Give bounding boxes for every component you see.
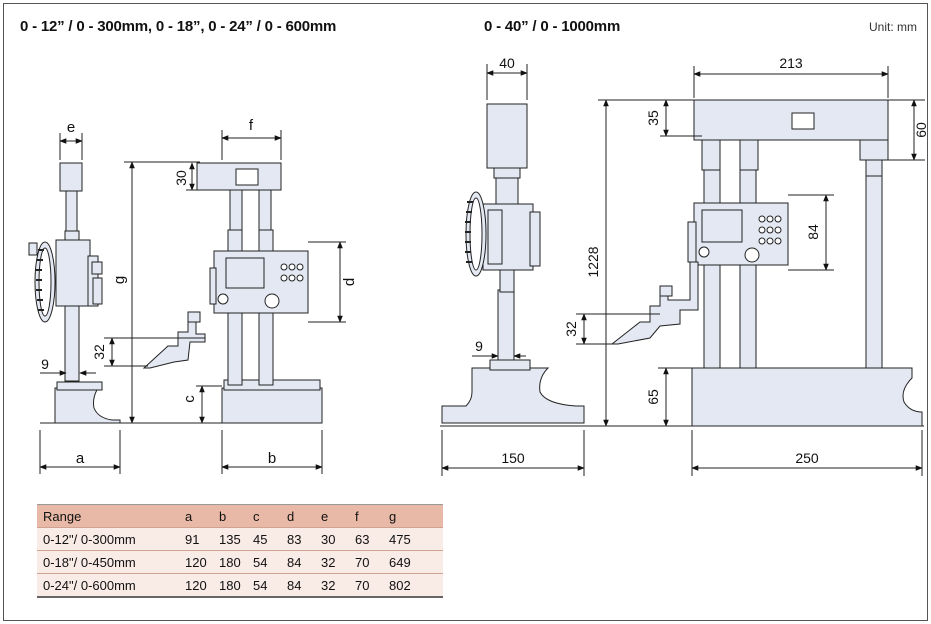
- dim-small-32: 32: [91, 344, 107, 360]
- table-header: a: [179, 504, 213, 528]
- table-cell: 180: [213, 573, 247, 598]
- dim-large-250: 250: [795, 450, 819, 466]
- large-side-knurl: [465, 201, 473, 263]
- dim-f: f: [249, 117, 254, 134]
- table-cell: 120: [179, 573, 213, 598]
- heading-large-model: 0 - 40” / 0 - 1000mm: [484, 18, 621, 35]
- table-cell: 63: [349, 527, 383, 551]
- dim-large-84: 84: [805, 224, 821, 240]
- dim-d: d: [341, 278, 358, 286]
- small-side-knurl: [36, 249, 44, 311]
- table-cell: 45: [247, 527, 281, 551]
- table-cell: 32: [315, 550, 349, 574]
- table-cell: 802: [383, 573, 443, 598]
- dim-b: b: [268, 450, 276, 467]
- table-cell: 135: [213, 527, 247, 551]
- table-cell: 70: [349, 573, 383, 598]
- dim-large-60: 60: [913, 122, 929, 138]
- dim-small-9: 9: [41, 356, 49, 372]
- table-row: 0-12"/ 0-300mm 91 135 45 83 30 63 475: [37, 527, 443, 551]
- table-cell: 84: [281, 573, 315, 598]
- table-header: e: [315, 504, 349, 528]
- table-cell: 30: [315, 527, 349, 551]
- dim-c: c: [181, 395, 198, 403]
- table-cell: 83: [281, 527, 315, 551]
- table-cell: 91: [179, 527, 213, 551]
- dim-large-9: 9: [475, 338, 483, 354]
- table-header: Range: [37, 504, 179, 528]
- table-cell: 54: [247, 573, 281, 598]
- dimension-labels: e f g 30 d 32 9 c a b 40 213 35 60 84 12…: [41, 55, 929, 467]
- table-cell: 120: [179, 550, 213, 574]
- table-row: 0-24"/ 0-600mm 120 180 54 84 32 70 802: [37, 573, 443, 598]
- table-header: f: [349, 504, 383, 528]
- large-front-buttons: [698, 215, 782, 263]
- dim-large-65: 65: [645, 389, 661, 405]
- small-front-buttons: [217, 263, 304, 309]
- dim-small-30: 30: [173, 170, 189, 186]
- table-header: c: [247, 504, 281, 528]
- dim-large-35: 35: [645, 110, 661, 126]
- table-header: d: [281, 504, 315, 528]
- dim-large-32: 32: [563, 321, 579, 337]
- heading-small-models: 0 - 12” / 0 - 300mm, 0 - 18”, 0 - 24” / …: [20, 18, 337, 35]
- dim-e: e: [67, 119, 75, 136]
- unit-label: Unit: mm: [869, 20, 917, 34]
- dim-large-1228: 1228: [585, 246, 601, 277]
- table-row: 0-18"/ 0-450mm 120 180 54 84 32 70 649: [37, 550, 443, 574]
- dimension-drawing: e f g 30 d 32 9 c a b 40 213 35 60 84 12…: [28, 55, 929, 476]
- table-cell: 32: [315, 573, 349, 598]
- table-cell: 649: [383, 550, 443, 574]
- table-header-row: Range a b c d e f g: [37, 504, 443, 528]
- dim-large-40: 40: [499, 55, 515, 71]
- large-front-view: [610, 99, 923, 427]
- dimension-lines: [39, 64, 925, 476]
- dim-a: a: [76, 450, 85, 467]
- table-cell: 84: [281, 550, 315, 574]
- table-cell: 475: [383, 527, 443, 551]
- spec-table: Range a b c d e f g 0-12"/ 0-300mm 91 13…: [37, 504, 443, 598]
- large-side-view: [441, 103, 585, 424]
- table-cell: 0-24"/ 0-600mm: [37, 573, 179, 598]
- dim-large-150: 150: [501, 450, 525, 466]
- table-cell: 0-12"/ 0-300mm: [37, 527, 179, 551]
- table-cell: 70: [349, 550, 383, 574]
- table-header: b: [213, 504, 247, 528]
- small-side-view: [28, 162, 121, 424]
- table-cell: 0-18"/ 0-450mm: [37, 550, 179, 574]
- table-cell: 54: [247, 550, 281, 574]
- dim-g: g: [111, 276, 128, 284]
- table-cell: 180: [213, 550, 247, 574]
- small-front-view: [142, 162, 323, 424]
- dim-large-213: 213: [779, 55, 803, 71]
- table-header: g: [383, 504, 443, 528]
